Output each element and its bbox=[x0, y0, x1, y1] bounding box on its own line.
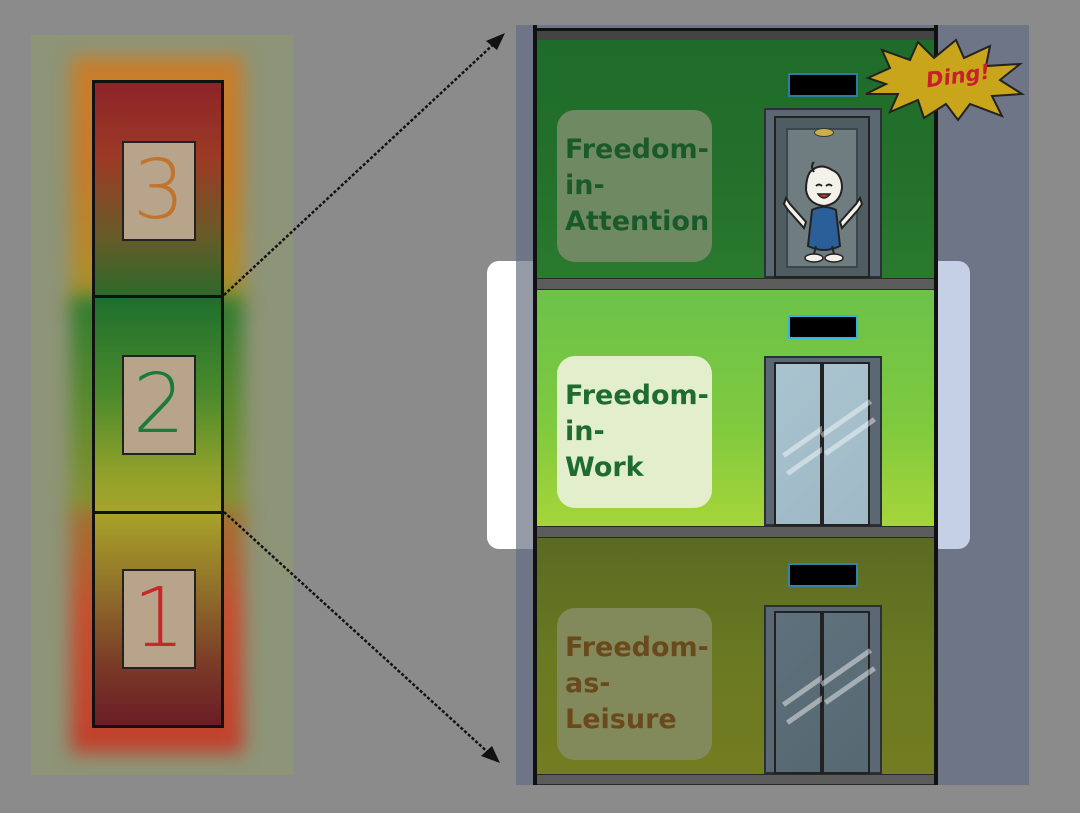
floor-label-leisure: Freedom- as- Leisure bbox=[557, 608, 712, 760]
floor-indicator-display bbox=[788, 563, 858, 587]
floor-index-segment-1[interactable]: 1 bbox=[95, 513, 221, 725]
arrowhead-lower bbox=[481, 746, 500, 763]
floor-slab bbox=[537, 774, 934, 785]
building-walls bbox=[533, 25, 938, 785]
elevator-cab bbox=[774, 116, 870, 278]
elevator-door-right bbox=[819, 362, 877, 526]
floor-slab bbox=[537, 278, 934, 290]
elevator-door-left bbox=[774, 362, 839, 526]
label-line: Freedom- bbox=[565, 134, 709, 165]
floor-indicator-display bbox=[788, 315, 858, 339]
floor-number-2: 2 bbox=[122, 355, 196, 455]
floor-indicator-display bbox=[788, 73, 858, 97]
waving-figure-icon bbox=[782, 161, 864, 263]
elevator-closed[interactable] bbox=[764, 356, 882, 526]
elevator-closed[interactable] bbox=[764, 605, 882, 774]
label-line: Freedom- bbox=[565, 380, 709, 411]
label-line: Freedom- bbox=[565, 632, 709, 663]
floor-slab bbox=[537, 526, 934, 538]
segment-divider bbox=[95, 511, 221, 514]
ding-burst-icon bbox=[865, 38, 1026, 122]
elevator-door-left bbox=[774, 611, 839, 774]
floor-number-3: 3 bbox=[122, 141, 196, 241]
label-line: in- bbox=[565, 416, 605, 447]
floor-index-segment-2[interactable]: 2 bbox=[95, 297, 221, 513]
roof bbox=[537, 28, 934, 40]
floor-index-segment-3[interactable]: 3 bbox=[95, 83, 221, 297]
elevator-open[interactable] bbox=[764, 108, 882, 278]
highlight-right-edge bbox=[938, 261, 970, 549]
highlight-left-edge bbox=[487, 261, 516, 549]
floor-number-1: 1 bbox=[122, 569, 196, 669]
floor-label-attention: Freedom- in- Attention bbox=[557, 110, 712, 262]
arrowhead-upper bbox=[486, 33, 505, 50]
label-line: Leisure bbox=[565, 704, 677, 735]
label-line: Attention bbox=[565, 206, 710, 237]
elevator-door-right bbox=[819, 611, 877, 774]
segment-divider bbox=[95, 295, 221, 298]
label-line: as- bbox=[565, 668, 611, 699]
floor-index-stack: 3 2 1 bbox=[92, 80, 224, 728]
label-line: in- bbox=[565, 170, 605, 201]
floor-label-work: Freedom- in- Work bbox=[557, 356, 712, 508]
cab-ceiling-light bbox=[814, 128, 834, 137]
label-line: Work bbox=[565, 452, 644, 483]
